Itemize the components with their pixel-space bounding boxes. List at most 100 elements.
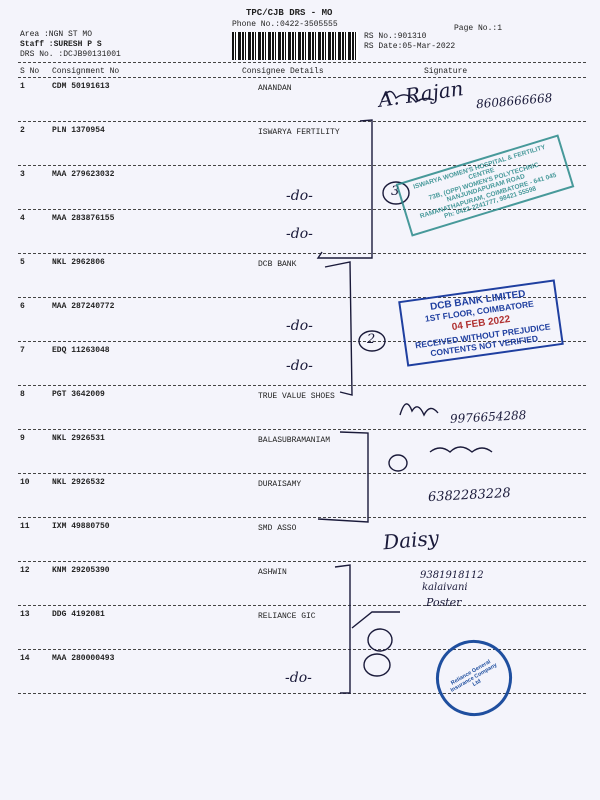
row-consignment-no: IXM 49880750 bbox=[52, 522, 110, 531]
handwritten-role: Poster bbox=[426, 596, 462, 609]
table-row: 3 MAA 279623032 bbox=[0, 166, 600, 210]
table-row: 11 IXM 49880750 SMD ASSO bbox=[0, 518, 600, 562]
barcode bbox=[232, 32, 358, 60]
handwritten-signature-name: Daisy bbox=[382, 525, 440, 555]
row-divider bbox=[18, 429, 586, 430]
row-divider bbox=[18, 165, 586, 166]
row-sno: 7 bbox=[20, 346, 25, 355]
row-divider bbox=[18, 693, 586, 694]
row-consignee: TRUE VALUE SHOES bbox=[258, 392, 335, 401]
row-consignment-no: MAA 279623032 bbox=[52, 170, 115, 179]
col-signature: Signature bbox=[424, 67, 468, 76]
row-divider bbox=[18, 561, 586, 562]
row-sno: 2 bbox=[20, 126, 25, 135]
drs-number: DRS No. :DCJB90131001 bbox=[20, 50, 121, 59]
row-divider bbox=[18, 297, 586, 298]
seal-text: Reliance General Insurance Company Ltd bbox=[449, 658, 499, 694]
row-consignment-no: MAA 287240772 bbox=[52, 302, 115, 311]
row-consignment-no: KNM 29205390 bbox=[52, 566, 110, 575]
table-row: 7 EDQ 11263048 bbox=[0, 342, 600, 386]
row-consignee: ASHWIN bbox=[258, 568, 287, 577]
row-divider bbox=[18, 605, 586, 606]
row-consignee: ISWARYA FERTILITY bbox=[258, 128, 340, 137]
sheet-title: TPC/CJB DRS - MO bbox=[246, 8, 333, 18]
row-divider bbox=[18, 517, 586, 518]
circle-12 bbox=[388, 454, 408, 472]
table-row: 13 DDG 4192081 RELIANCE GIC bbox=[0, 606, 600, 650]
row-sno: 12 bbox=[20, 566, 30, 575]
signature-scribble-13 bbox=[351, 611, 400, 629]
table-row: 4 MAA 283876155 bbox=[0, 210, 600, 254]
bracket-12-14 bbox=[334, 564, 351, 694]
table-row: 14 MAA 280000493 bbox=[0, 650, 600, 694]
circle-13 bbox=[367, 628, 393, 652]
col-consignment: Consignment No bbox=[52, 67, 120, 76]
row-consignee: RELIANCE GIC bbox=[258, 612, 316, 621]
handwritten-count: 3 bbox=[391, 184, 400, 199]
row-sno: 4 bbox=[20, 214, 25, 223]
row-consignee: BALASUBRAMANIAM bbox=[258, 436, 331, 445]
row-consignment-no: NKL 2926531 bbox=[52, 434, 105, 443]
row-consignment-no: CDM 50191613 bbox=[52, 82, 110, 91]
row-consignee: DCB BANK bbox=[258, 260, 297, 269]
page-number: Page No.:1 bbox=[454, 24, 503, 33]
rs-number: RS No.:901310 bbox=[364, 32, 427, 41]
table-row: 8 PGT 3642009 TRUE VALUE SHOES bbox=[0, 386, 600, 430]
row-divider bbox=[18, 385, 586, 386]
phone-number: Phone No.:0422-3505555 bbox=[232, 20, 338, 29]
handwritten-ditto: -do- bbox=[286, 226, 313, 242]
staff: Staff :SURESH P S bbox=[20, 40, 102, 49]
row-sno: 13 bbox=[20, 610, 30, 619]
row-sno: 6 bbox=[20, 302, 25, 311]
row-sno: 14 bbox=[20, 654, 30, 663]
handwritten-name: kalaivani bbox=[422, 582, 468, 593]
row-consignment-no: EDQ 11263048 bbox=[52, 346, 110, 355]
table-row: 10 NKL 2926532 DURAISAMY bbox=[0, 474, 600, 518]
row-consignment-no: MAA 280000493 bbox=[52, 654, 115, 663]
table-row: 9 NKL 2926531 BALASUBRAMANIAM bbox=[0, 430, 600, 474]
col-consignee: Consignee Details bbox=[242, 67, 324, 76]
row-divider bbox=[18, 649, 586, 650]
table-row: 5 NKL 2962806 DCB BANK bbox=[0, 254, 600, 298]
row-sno: 8 bbox=[20, 390, 25, 399]
row-divider bbox=[18, 253, 586, 254]
row-sno: 9 bbox=[20, 434, 25, 443]
signature-scribble-8 bbox=[399, 403, 439, 417]
bracket-2-4 bbox=[316, 119, 373, 259]
row-consignee: SMD ASSO bbox=[258, 524, 297, 533]
rs-date: RS Date:05-Mar-2022 bbox=[364, 42, 456, 51]
row-sno: 10 bbox=[20, 478, 30, 487]
handwritten-phone: 9381918112 bbox=[420, 570, 484, 581]
row-consignee: DURAISAMY bbox=[258, 480, 302, 489]
row-sno: 1 bbox=[20, 82, 25, 91]
circle-2 bbox=[358, 330, 386, 352]
divider bbox=[18, 62, 586, 63]
row-consignment-no: NKL 2926532 bbox=[52, 478, 105, 487]
circle-3 bbox=[382, 181, 410, 205]
table-row: 12 KNM 29205390 ASHWIN bbox=[0, 562, 600, 606]
row-divider bbox=[18, 341, 586, 342]
row-divider bbox=[18, 209, 586, 210]
row-divider bbox=[18, 121, 586, 122]
handwritten-ditto: -do- bbox=[286, 318, 313, 334]
circle-14 bbox=[363, 653, 391, 677]
signature-scribble-1 bbox=[381, 90, 435, 103]
row-consignment-no: DDG 4192081 bbox=[52, 610, 105, 619]
col-sno: S No bbox=[20, 67, 40, 76]
row-sno: 11 bbox=[20, 522, 30, 531]
row-consignment-no: NKL 2962806 bbox=[52, 258, 105, 267]
area: Area :NGN ST MO bbox=[20, 30, 93, 39]
handwritten-ditto: -do- bbox=[286, 358, 313, 374]
bracket-5-7 bbox=[324, 261, 353, 396]
row-consignment-no: PLN 1370954 bbox=[52, 126, 105, 135]
row-consignment-no: MAA 283876155 bbox=[52, 214, 115, 223]
row-consignment-no: PGT 3642009 bbox=[52, 390, 105, 399]
row-sno: 5 bbox=[20, 258, 25, 267]
handwritten-ditto: -do- bbox=[285, 670, 312, 686]
table-row: 6 MAA 287240772 bbox=[0, 298, 600, 342]
table-row: 2 PLN 1370954 ISWARYA FERTILITY bbox=[0, 122, 600, 166]
signature-scribble-9 bbox=[429, 446, 493, 453]
